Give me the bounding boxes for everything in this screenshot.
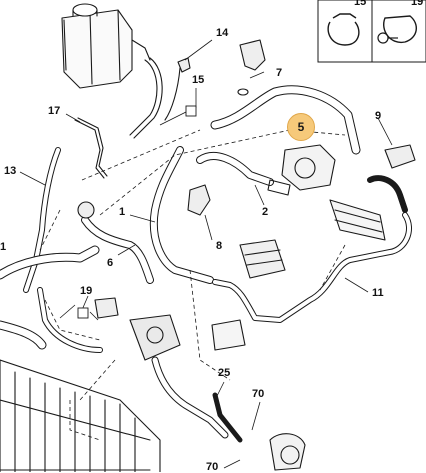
hose-2 <box>196 152 274 186</box>
callout-8: 8 <box>216 240 223 252</box>
callout-70-a: 70 <box>252 388 265 400</box>
callout-1: 1 <box>119 206 126 218</box>
hose-1 <box>149 146 214 284</box>
callout-15-main: 15 <box>192 74 205 86</box>
connector-7 <box>237 39 266 96</box>
callout-2: 2 <box>262 206 269 218</box>
water-pump <box>129 314 181 361</box>
callout-13: 13 <box>4 165 17 177</box>
hose-11 <box>212 212 412 323</box>
expansion-tank <box>61 3 151 89</box>
callout-9: 9 <box>375 110 382 122</box>
callout-14: 14 <box>216 27 229 39</box>
callout-6: 6 <box>107 257 114 269</box>
callout-11: 11 <box>372 287 384 299</box>
callout-17: 17 <box>48 105 61 117</box>
pipe-end-14 <box>177 57 191 73</box>
heat-exchanger <box>239 239 286 279</box>
inset-label-15: 15 <box>354 0 367 8</box>
bracket-8 <box>187 184 211 216</box>
hose-5 <box>210 85 361 155</box>
hose-25 <box>151 356 243 443</box>
bottom-right-component <box>269 433 306 471</box>
callout-19: 19 <box>80 285 93 297</box>
callout-1-edge: 1 <box>0 241 7 253</box>
highlight-badge-5: 5 <box>287 113 315 141</box>
sensor-9 <box>384 144 416 169</box>
bracket-19 <box>94 297 119 319</box>
label-squares <box>77 105 197 319</box>
inset-label-19: 19 <box>411 0 424 8</box>
callout-7: 7 <box>276 67 283 79</box>
pipe-15 <box>129 57 181 139</box>
egr-cooler <box>329 175 408 241</box>
pipe-17 <box>74 117 108 179</box>
thermostat-housing <box>267 144 336 196</box>
inset-boxes <box>317 0 426 63</box>
callout-25: 25 <box>218 367 231 379</box>
hose-6 <box>77 201 154 284</box>
clamp-center <box>211 319 246 351</box>
radiator <box>0 359 161 472</box>
lower-left-hose <box>0 245 103 353</box>
callout-70-b: 70 <box>206 461 219 473</box>
hose-13 <box>23 147 61 293</box>
dashed-guides <box>39 129 346 441</box>
